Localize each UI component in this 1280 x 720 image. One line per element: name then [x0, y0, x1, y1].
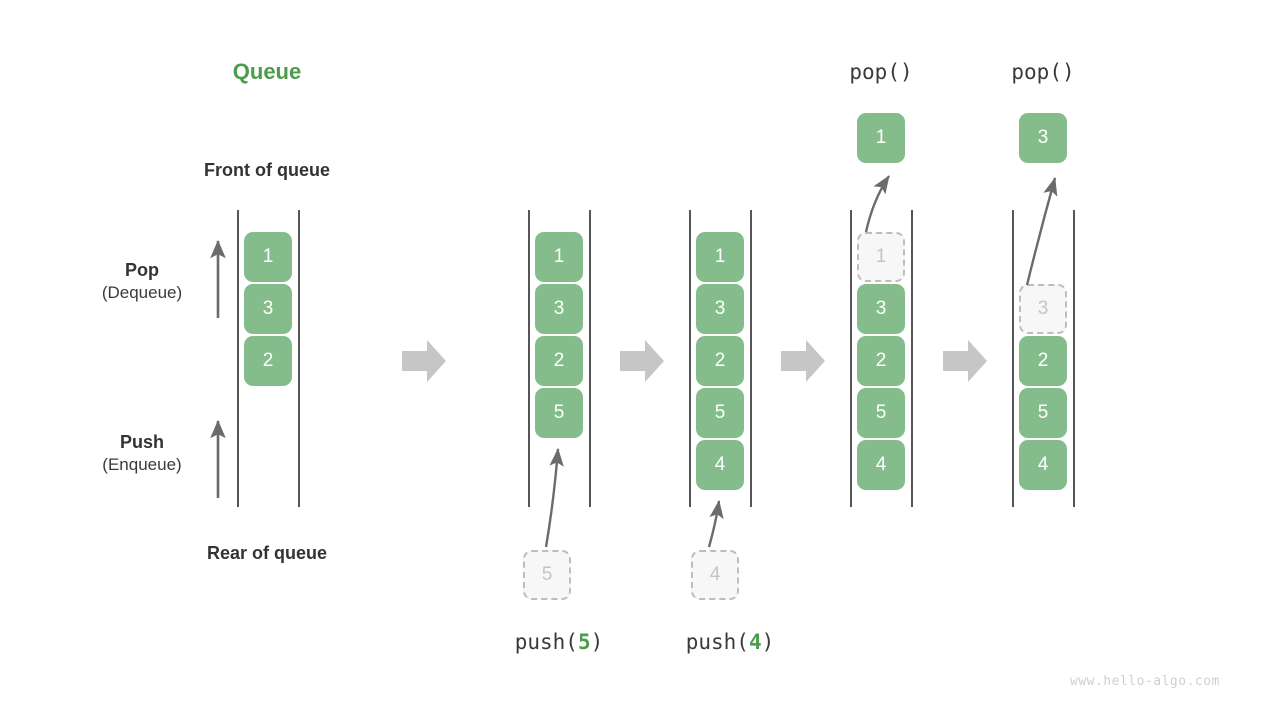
queue-cell: 2: [1019, 336, 1067, 386]
queue-cell: 5: [696, 388, 744, 438]
push-insert-arrow: [707, 500, 724, 548]
step-caption-push-4: push(4): [630, 630, 830, 654]
queue-rail-right: [911, 210, 913, 507]
queue-rail-right: [750, 210, 752, 507]
queue-cell: 5: [857, 388, 905, 438]
queue-cell: 3: [244, 284, 292, 334]
queue-cell: 1: [535, 232, 583, 282]
front-of-queue-label: Front of queue: [204, 160, 330, 180]
incoming-element-ghost: 5: [523, 550, 571, 600]
caption-value: 4: [748, 630, 762, 654]
popped-element: 1: [857, 113, 905, 163]
queue-cell: 1: [244, 232, 292, 282]
queue-rail-right: [589, 210, 591, 507]
push-insert-arrow: [544, 448, 564, 548]
queue-rail-left: [850, 210, 852, 507]
caption-value: 5: [577, 630, 591, 654]
queue-cell-new: 4: [696, 440, 744, 490]
queue-cell: 3: [696, 284, 744, 334]
queue-cell-removed: 1: [857, 232, 905, 282]
step-separator-arrow: [620, 340, 664, 382]
caption-prefix: push(: [514, 630, 578, 654]
queue-cell: 2: [857, 336, 905, 386]
queue-cell: 4: [857, 440, 905, 490]
queue-cell: 3: [535, 284, 583, 334]
queue-rail-left: [1012, 210, 1014, 507]
caption-suffix: ): [590, 630, 604, 654]
step-separator-arrow: [402, 340, 446, 382]
queue-cell: 3: [857, 284, 905, 334]
caption-prefix: push(: [685, 630, 749, 654]
step-caption-pop-1: pop(): [849, 60, 913, 84]
queue-cell: 2: [535, 336, 583, 386]
queue-rail-left: [689, 210, 691, 507]
step-caption-pop-3: pop(): [1011, 60, 1075, 84]
pop-label-main: Pop: [125, 260, 159, 280]
queue-cell: 1: [696, 232, 744, 282]
push-label-main: Push: [119, 432, 164, 452]
page-title: Queue: [232, 59, 302, 84]
pop-remove-arrow: [1025, 177, 1058, 286]
step-separator-arrow: [781, 340, 825, 382]
queue-rail-left: [528, 210, 530, 507]
queue-cell: 4: [1019, 440, 1067, 490]
pop-label-sub: (Dequeue): [101, 283, 183, 303]
queue-rail-left: [237, 210, 239, 507]
push-operation-label: Push (Enqueue): [52, 430, 232, 477]
watermark: www.hello-algo.com: [1070, 674, 1220, 689]
queue-cell-removed: 3: [1019, 284, 1067, 334]
queue-cell: 2: [244, 336, 292, 386]
queue-cell-new: 5: [535, 388, 583, 438]
step-separator-arrow: [943, 340, 987, 382]
pop-operation-label: Pop (Dequeue): [52, 258, 232, 305]
rear-of-queue-label: Rear of queue: [206, 543, 328, 563]
caption-suffix: ): [761, 630, 775, 654]
popped-element: 3: [1019, 113, 1067, 163]
push-label-sub: (Enqueue): [102, 455, 182, 475]
incoming-element-ghost: 4: [691, 550, 739, 600]
queue-rail-right: [1073, 210, 1075, 507]
step-caption-push-5: push(5): [459, 630, 659, 654]
pop-remove-arrow: [864, 175, 890, 233]
queue-cell: 5: [1019, 388, 1067, 438]
queue-cell: 2: [696, 336, 744, 386]
queue-rail-right: [298, 210, 300, 507]
